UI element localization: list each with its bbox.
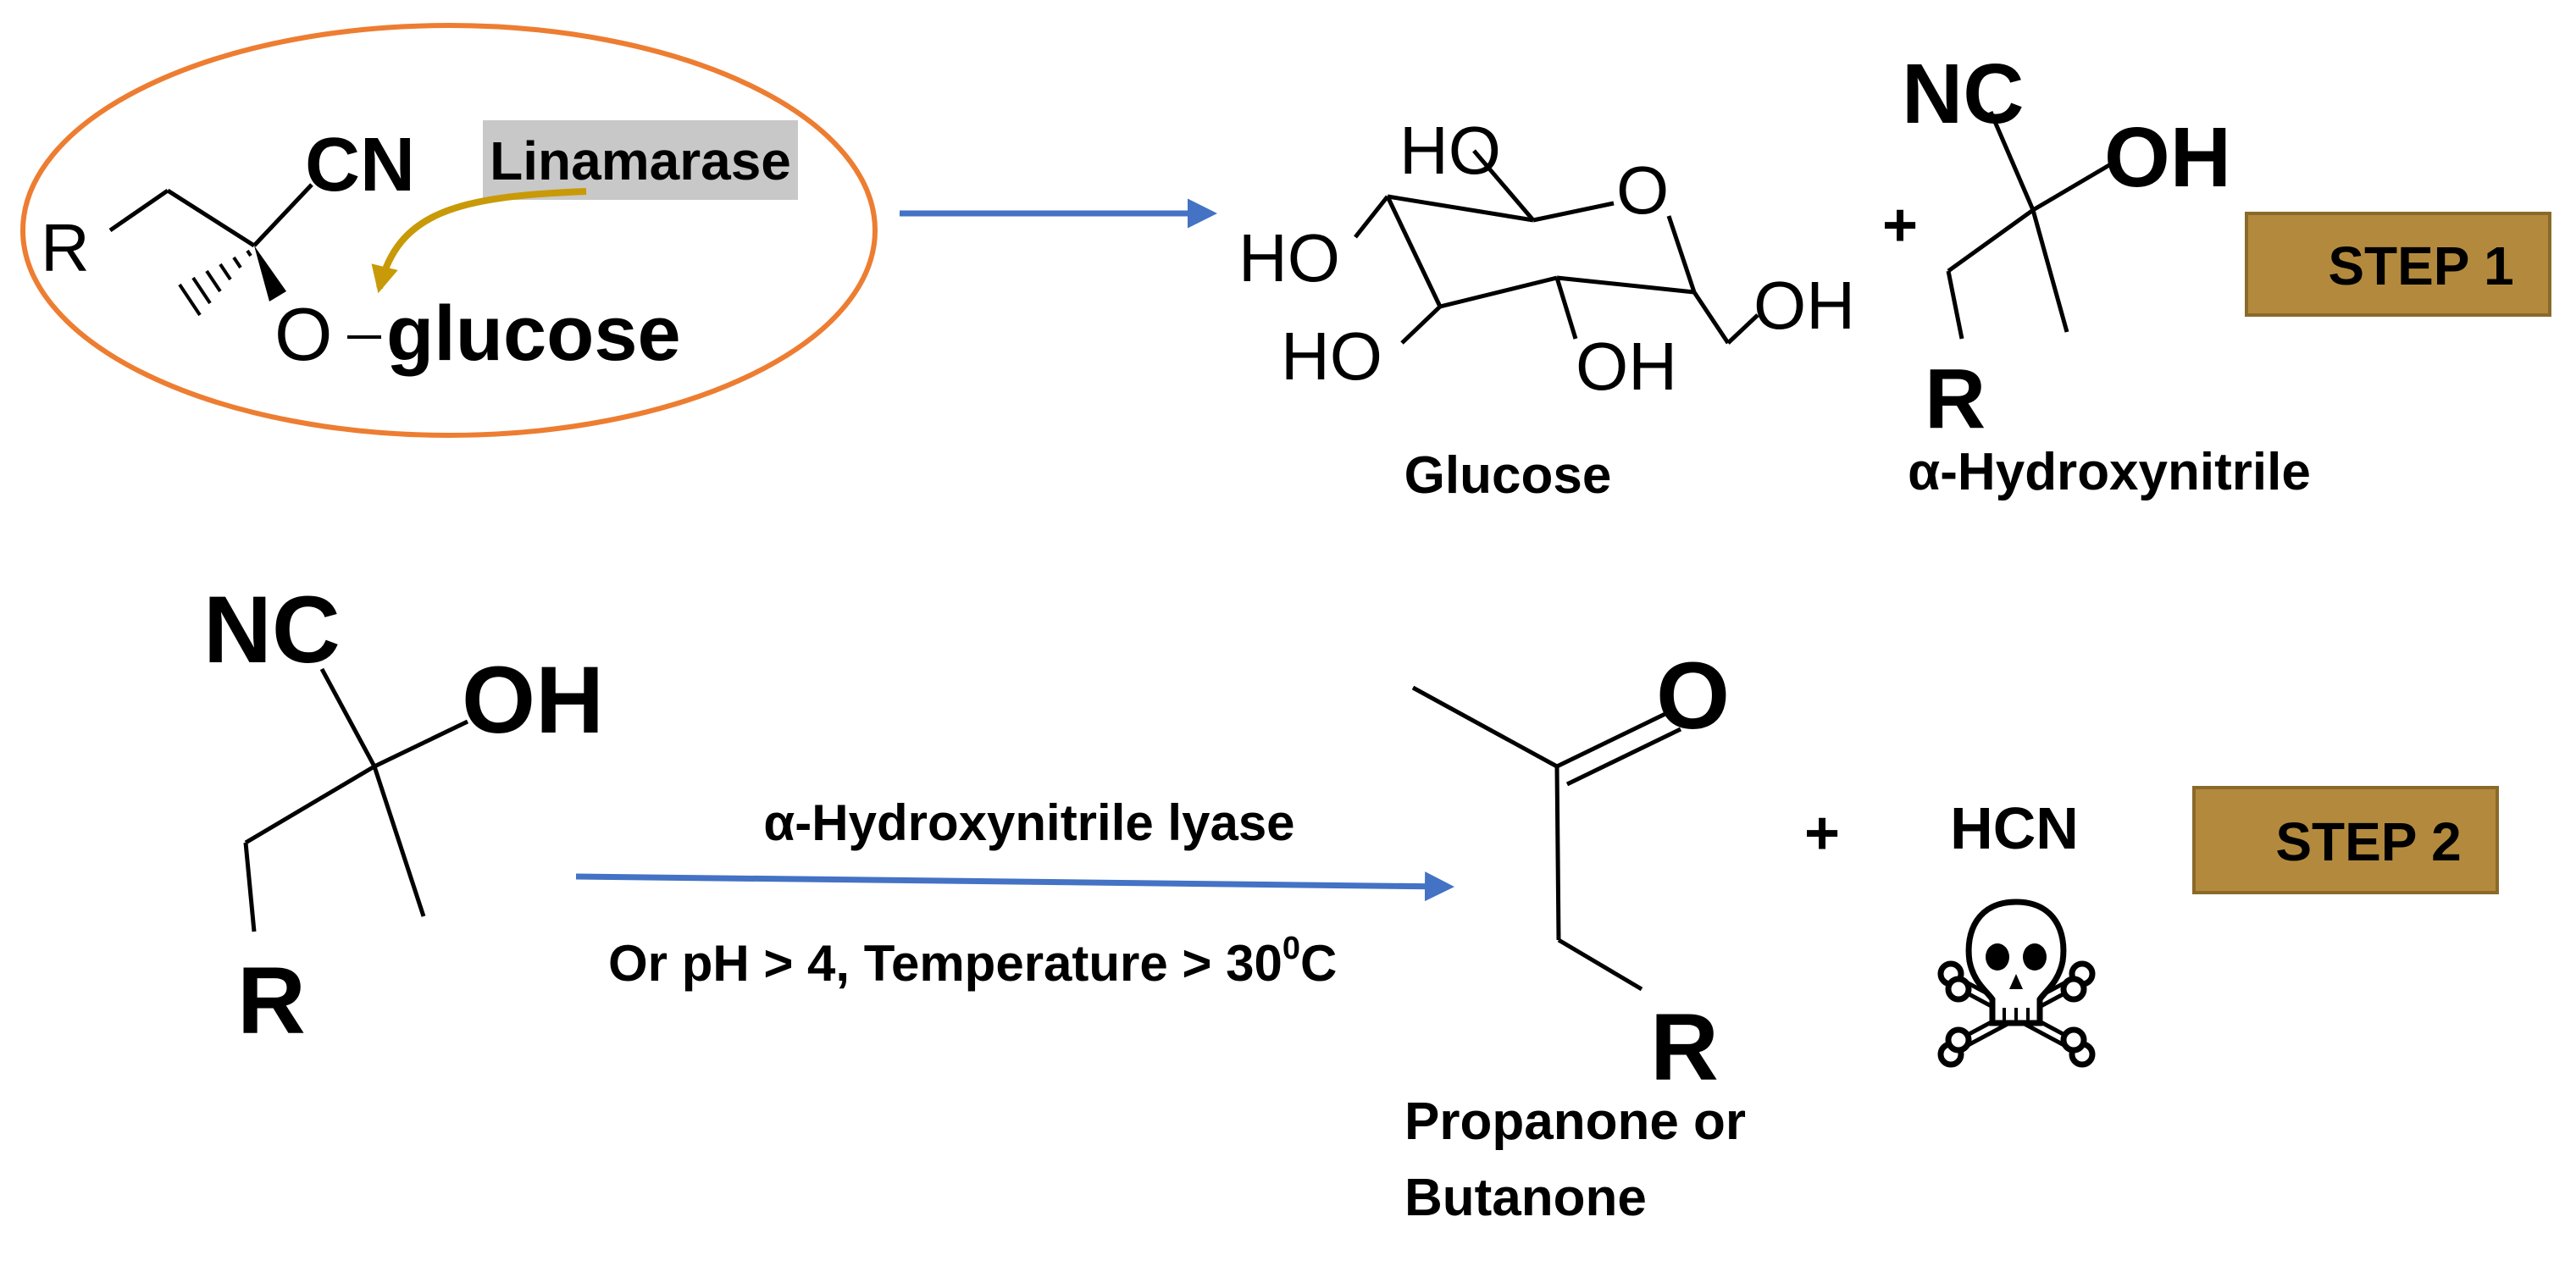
step2-badge-label: STEP 2 xyxy=(2275,811,2461,872)
product-r: R xyxy=(1925,351,1986,446)
ketone-product: O R Propanone or Butanone xyxy=(1404,643,1746,1227)
enzyme-arrow xyxy=(371,188,587,294)
reactant-r: R xyxy=(237,948,306,1054)
glucose-oh-right: OH xyxy=(1753,268,1855,343)
substrate-highlight-ellipse xyxy=(20,23,878,438)
condition-enzyme: α-Hydroxynitrile lyase xyxy=(763,794,1294,851)
skull-crossbones-icon xyxy=(1937,899,2096,1068)
atom-cn: CN xyxy=(305,123,415,207)
ketone-name-line2: Butanone xyxy=(1404,1169,1647,1227)
atom-o: O xyxy=(274,292,332,376)
ketone-o: O xyxy=(1656,643,1730,749)
step2-reaction-arrow xyxy=(575,871,1454,902)
step2-reactant: NC OH R xyxy=(203,577,604,1054)
enzyme-label: Linamarase xyxy=(490,130,791,191)
step1-badge-label: STEP 1 xyxy=(2328,235,2513,296)
wedge-bond xyxy=(254,246,286,301)
product-name: α-Hydroxynitrile xyxy=(1908,443,2311,501)
ketone-r: R xyxy=(1650,994,1719,1100)
step1-substrate: R CN O glucose Linamarase xyxy=(20,23,878,438)
step1-badge: STEP 1 xyxy=(2245,212,2551,317)
atom-r: R xyxy=(41,210,90,285)
glucose-ho-left: HO xyxy=(1238,220,1340,296)
glucose-name: Glucose xyxy=(1404,446,1612,505)
hydroxynitrile-product: NC OH R α-Hydroxynitrile xyxy=(1902,47,2311,501)
hashed-bond xyxy=(178,249,252,317)
sugar-label: glucose xyxy=(386,290,681,377)
step2-plus: + xyxy=(1804,799,1840,867)
hcn-label: HCN xyxy=(1950,795,2079,861)
product-oh: OH xyxy=(2104,110,2231,205)
glucose-structure: HO O HO OH HO OH Glucose xyxy=(1238,113,1855,505)
enzyme-label-background xyxy=(483,120,798,200)
reactant-nc: NC xyxy=(203,577,341,683)
ketone-name-line1: Propanone or xyxy=(1404,1092,1746,1151)
condition-physical: Or pH > 4, Temperature > 300C xyxy=(608,931,1337,992)
glucose-ho-top: HO xyxy=(1399,113,1501,188)
glucose-ho-bottom: HO xyxy=(1281,318,1382,394)
glucose-ring-o: O xyxy=(1616,152,1669,228)
step1-plus: + xyxy=(1882,191,1918,259)
product-nc: NC xyxy=(1902,47,2024,141)
step2-badge: STEP 2 xyxy=(2192,786,2499,894)
glucose-oh-bottom: OH xyxy=(1576,329,1677,404)
reactant-oh: OH xyxy=(462,647,604,753)
